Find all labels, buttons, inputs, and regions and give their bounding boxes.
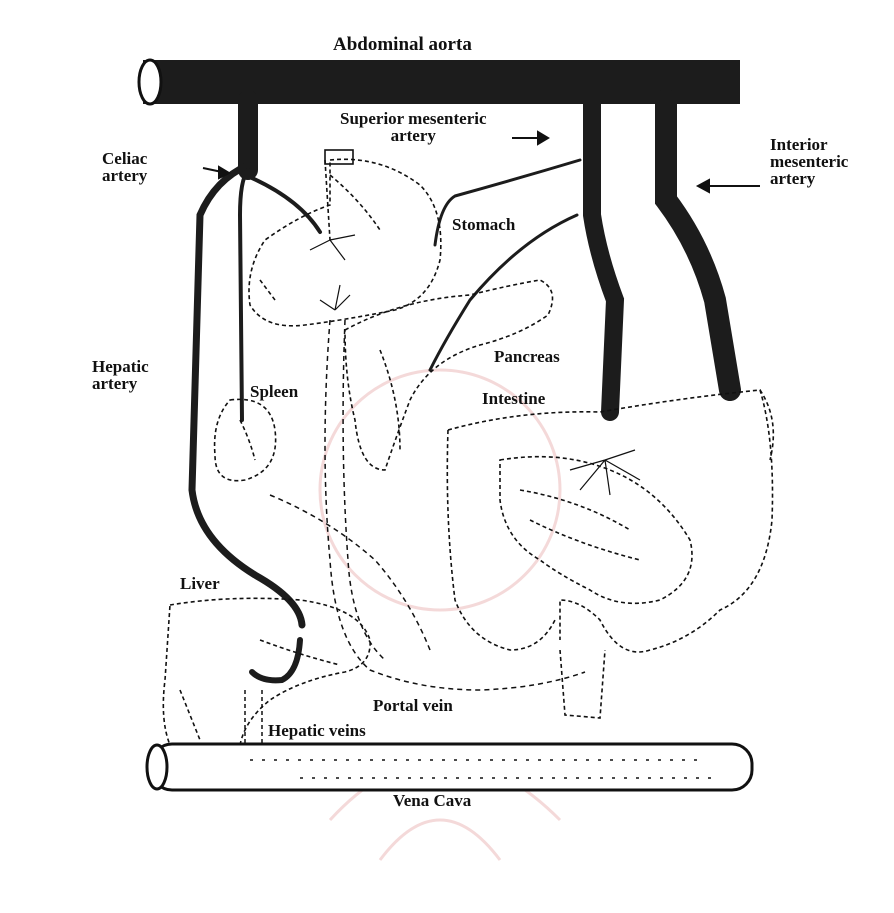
pancreas-label: Pancreas — [494, 348, 560, 365]
celiac-artery-label: Celiac artery — [102, 150, 147, 184]
pancreas-organ — [345, 280, 553, 470]
hepatic-artery-label: Hepatic artery — [92, 358, 149, 392]
spleen-label: Spleen — [250, 383, 298, 400]
superior-mesenteric-artery-label: Superior mesenteric artery — [340, 110, 487, 144]
stomach-label: Stomach — [452, 216, 515, 233]
abdominal-aorta-vessel — [139, 60, 740, 104]
superior-mesenteric-pointer-arrow — [512, 132, 548, 144]
vena-cava-vessel — [147, 744, 752, 790]
inferior-mesenteric-pointer-arrow — [698, 180, 760, 192]
hepatic-veins-label: Hepatic veins — [268, 722, 366, 739]
liver-label: Liver — [180, 575, 220, 592]
inferior-mesenteric-artery-vessel — [666, 100, 730, 390]
vena-cava-label: Vena Cava — [393, 792, 471, 809]
abdominal-aorta-label: Abdominal aorta — [333, 36, 472, 53]
intestine-organ — [447, 390, 773, 718]
intestine-label: Intestine — [482, 390, 545, 407]
portal-vein-label: Portal vein — [373, 697, 453, 714]
mesenteric-branches — [310, 235, 640, 495]
inferior-mesenteric-artery-label: Interior mesenteric artery — [770, 136, 848, 187]
spleen-organ — [215, 399, 276, 480]
